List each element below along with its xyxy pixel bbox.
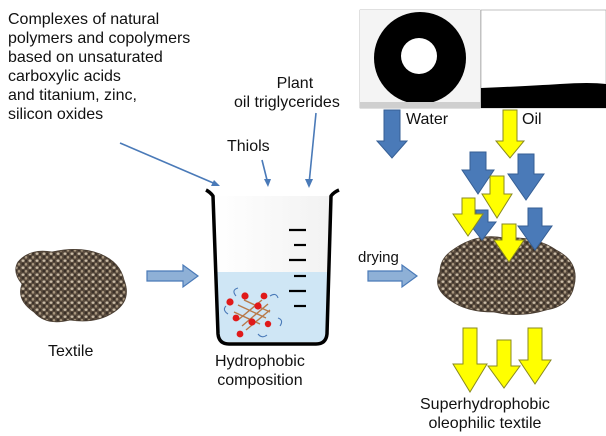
oil-contact-angle-photo — [480, 9, 606, 109]
result-line-1: Superhydrophobic — [420, 396, 550, 413]
complexes-line-3: based on unsaturated — [8, 49, 163, 66]
composition-label: Hydrophobic composition — [215, 352, 305, 390]
beaker-scale-marks — [289, 228, 306, 308]
arrow-textile-to-beaker — [146, 263, 200, 289]
drying-label: drying — [358, 249, 399, 266]
callout-line-complexes — [119, 142, 219, 186]
incoming-water-arrows — [461, 151, 553, 251]
callout-arrowhead-thiols — [264, 179, 271, 187]
complexes-text: Complexes of natural polymers and copoly… — [8, 10, 190, 124]
oil-passing-arrows — [452, 327, 552, 393]
plant-oil-label: Plant oil triglycerides — [234, 74, 340, 112]
callout-arrowhead-plant — [305, 179, 313, 188]
textile-label: Textile — [48, 343, 94, 360]
beaker-liquid — [214, 272, 330, 342]
plant-line-1: Plant — [276, 75, 314, 92]
oil-arrow-down — [494, 109, 526, 159]
water-label: Water — [406, 111, 449, 128]
thiols-label: Thiols — [227, 138, 270, 155]
result-label: Superhydrophobic oleophilic textile — [420, 395, 550, 433]
result-line-2: oleophilic textile — [428, 415, 542, 432]
callout-arrowhead-complexes — [211, 180, 220, 186]
arrow-drying — [367, 263, 419, 289]
treated-textile-swatch — [437, 236, 576, 315]
complexes-line-5: and titanium, zinc, — [8, 87, 137, 104]
complexes-line-1: Complexes of natural — [8, 11, 160, 28]
plant-line-2: oil triglycerides — [234, 94, 340, 111]
water-arrow-down — [375, 109, 409, 159]
composition-line-1: Hydrophobic — [215, 353, 305, 370]
complexes-line-4: carboxylic acids — [8, 68, 121, 85]
complexes-line-2: polymers and copolymers — [8, 30, 191, 47]
composition-line-2: composition — [217, 372, 303, 389]
incoming-oil-arrows — [452, 175, 525, 263]
beaker — [205, 188, 340, 346]
textile-swatch — [15, 249, 127, 323]
oil-label: Oil — [522, 111, 542, 128]
particle-cluster — [223, 287, 283, 338]
complexes-line-6: silicon oxides — [8, 106, 104, 123]
water-contact-angle-photo — [359, 9, 481, 109]
callout-line-plant — [308, 112, 317, 185]
